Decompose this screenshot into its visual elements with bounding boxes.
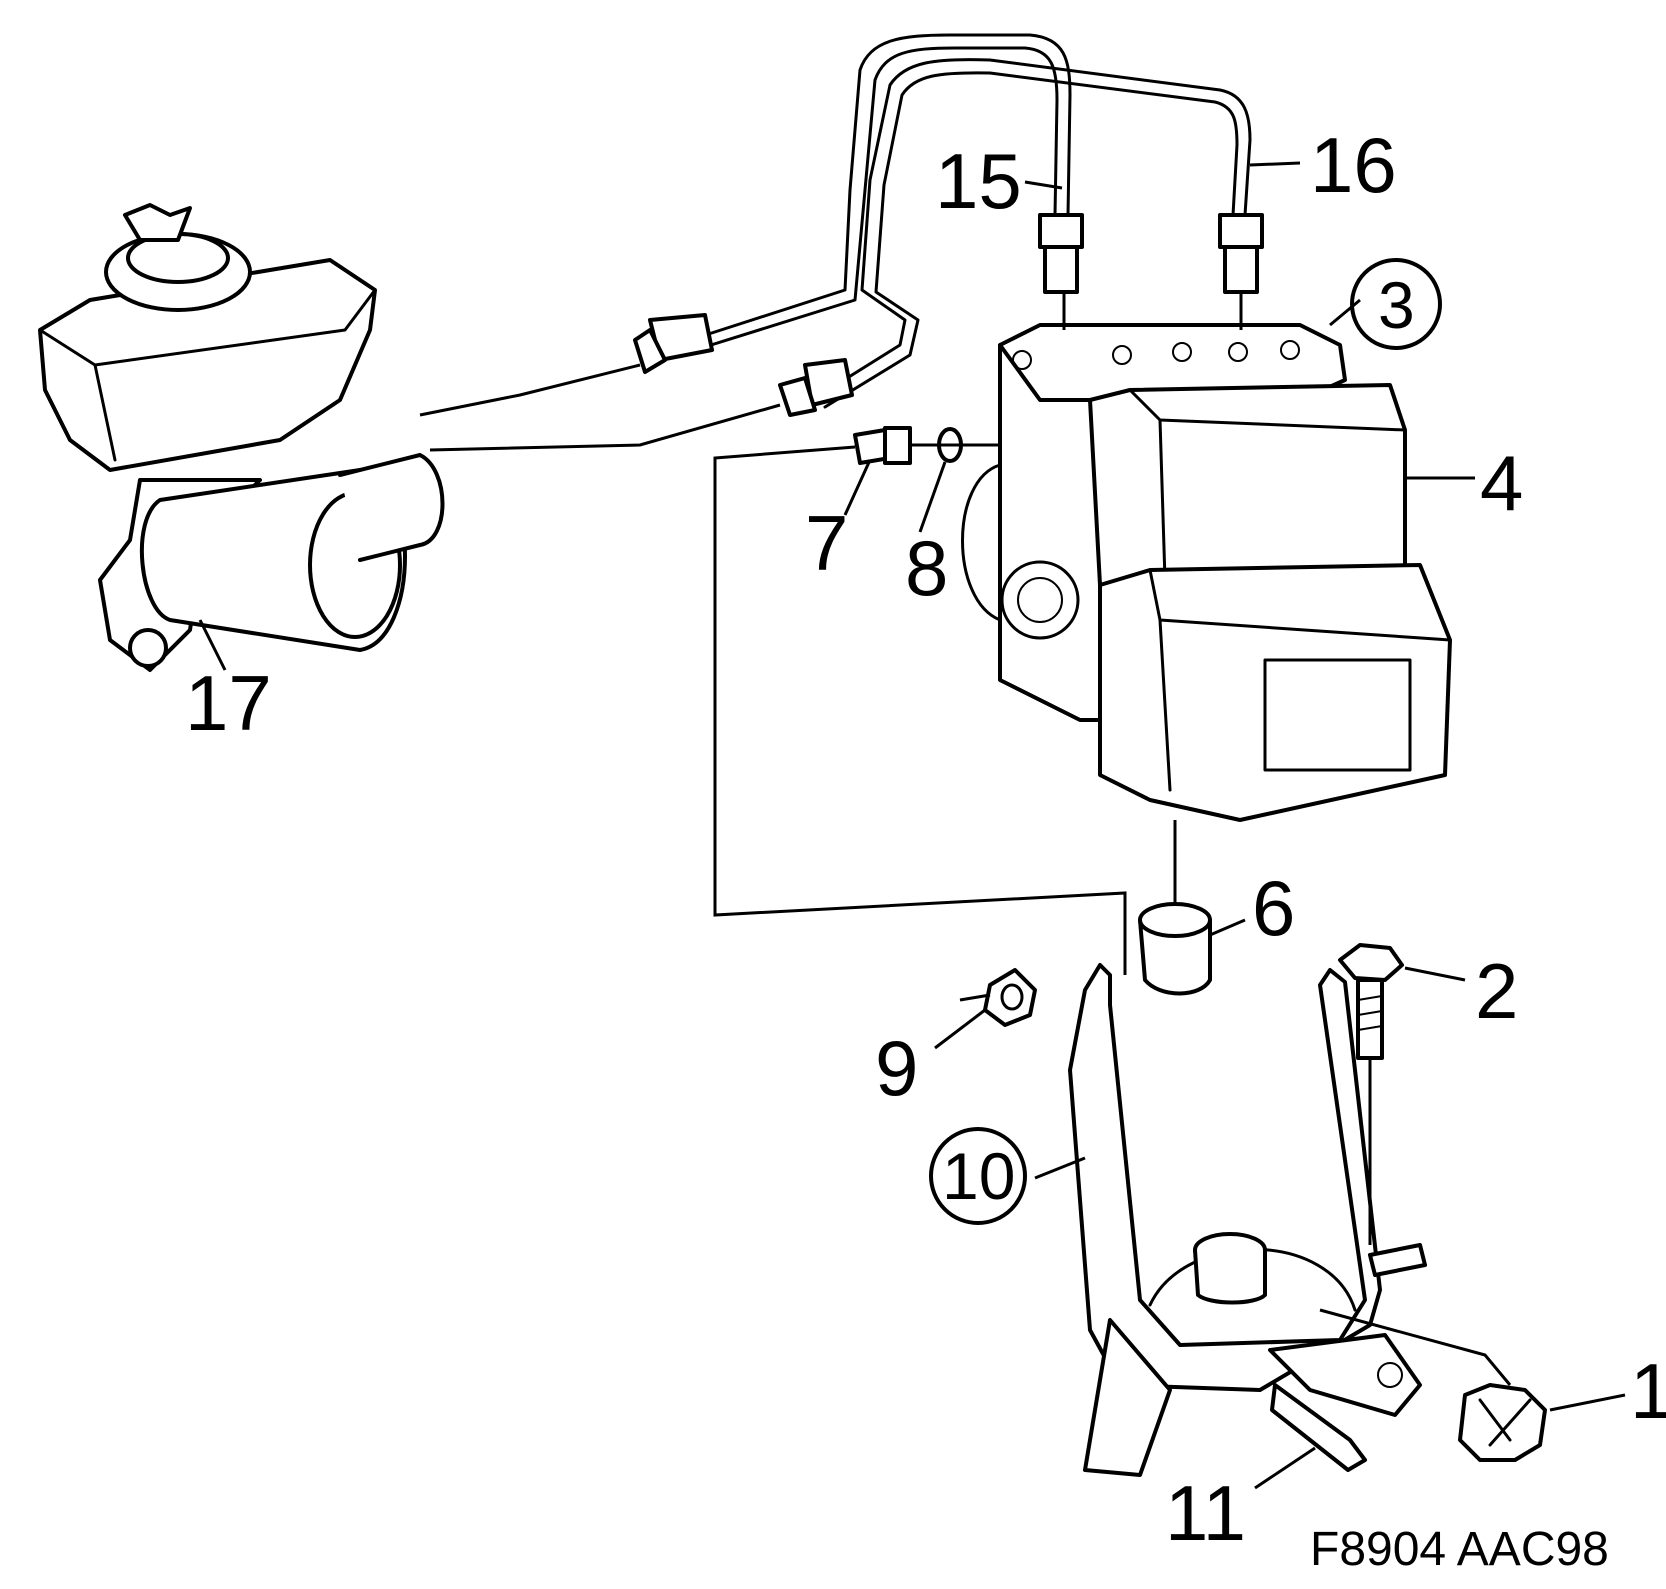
hex-bolt [1338,943,1404,1245]
flange-nut [983,968,1037,1027]
callout-2: 2 [1475,947,1518,1035]
callout-leaders [198,161,1626,1490]
callout-15: 15 [935,137,1022,225]
callout-10: 10 [942,1139,1015,1213]
callout-9: 9 [875,1024,918,1112]
callout-3: 3 [1378,268,1415,342]
mounting-bracket [1068,963,1427,1477]
bolt-leader-line [713,445,1127,975]
clamp-strip [1270,1383,1367,1472]
brake-lines [419,33,1264,452]
callout-4: 4 [1480,439,1523,527]
damper-bush [1138,820,1212,996]
callout-11: 11 [1165,1469,1246,1557]
callout-1: 1 [1630,1347,1666,1435]
master-cylinder-reservoir [38,203,445,672]
callout-8: 8 [905,524,948,612]
callout-ring-10 [929,1127,1027,1225]
callout-16: 16 [1310,121,1397,209]
abs-hydraulic-unit [961,292,1452,822]
callout-6: 6 [1252,864,1295,952]
callout-7: 7 [805,499,848,587]
drawing-reference: F8904 AAC98 [1310,1523,1609,1576]
callout-17: 17 [185,659,272,747]
bolt-and-washer [853,426,1000,465]
callout-ring-3 [1350,258,1442,350]
spring-clip [1319,1308,1547,1462]
